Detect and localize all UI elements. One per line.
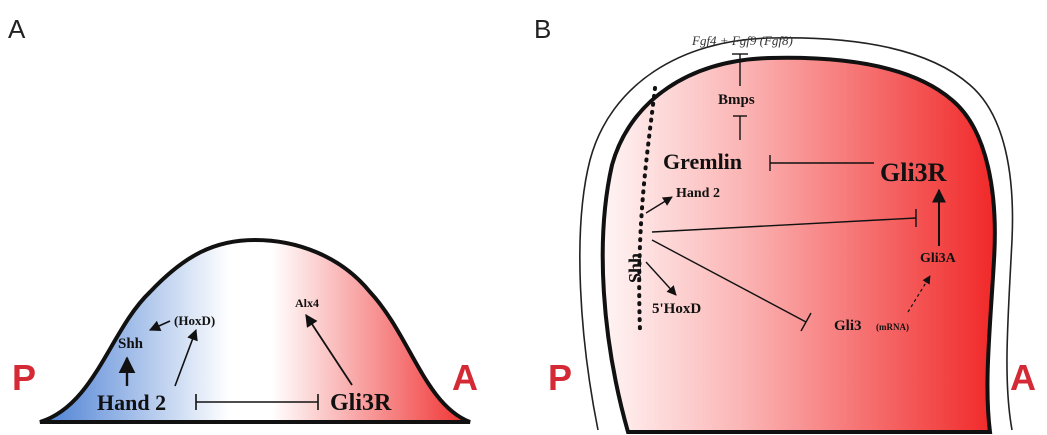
panel-b: B P A Fgf4 + Fgf9 (Fgf8) Bmps Gremlin Gl… bbox=[534, 14, 1036, 432]
hoxd-label-a: (HoxD) bbox=[174, 313, 215, 328]
panel-b-letter: B bbox=[534, 14, 551, 44]
hand2-label-b: Hand 2 bbox=[676, 186, 720, 201]
shh-label-a: Shh bbox=[118, 336, 144, 352]
gli3a-label: Gli3A bbox=[920, 251, 957, 266]
hand2-label-a: Hand 2 bbox=[97, 390, 166, 415]
anterior-label-a: A bbox=[452, 357, 478, 398]
gli3-label: Gli3 bbox=[834, 318, 862, 334]
gli3r-label-b: Gli3R bbox=[880, 158, 947, 187]
posterior-label-a: P bbox=[12, 357, 36, 398]
shh-label-b: Shh bbox=[625, 253, 645, 283]
anterior-label-b: A bbox=[1010, 357, 1036, 398]
posterior-label-b: P bbox=[548, 357, 572, 398]
panel-a: A P A Shh (HoxD) Alx4 Hand 2 Gli3R bbox=[8, 14, 478, 422]
gremlin-label: Gremlin bbox=[663, 149, 742, 174]
gli3r-label-a: Gli3R bbox=[330, 390, 392, 416]
fgf-label: Fgf4 + Fgf9 (Fgf8) bbox=[691, 33, 793, 48]
alx4-label-a: Alx4 bbox=[295, 296, 319, 310]
mrna-label: (mRNA) bbox=[876, 322, 909, 332]
bmps-label: Bmps bbox=[718, 92, 755, 108]
hoxd5-label: 5'HoxD bbox=[652, 301, 701, 317]
panel-a-letter: A bbox=[8, 14, 26, 44]
